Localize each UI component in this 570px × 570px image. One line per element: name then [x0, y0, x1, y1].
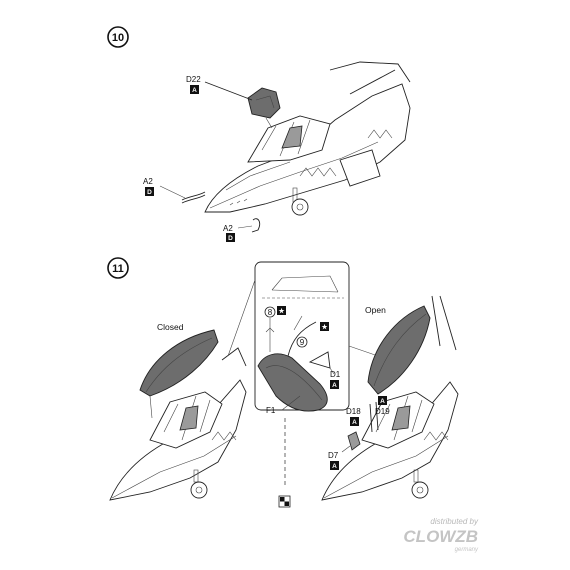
- step-10-aircraft-drawing: [204, 61, 411, 216]
- step-11-number: 11: [112, 263, 124, 275]
- part-a2-upper-sprue-badge: [145, 187, 154, 196]
- part-d22-sprue-badge: [190, 85, 199, 94]
- part-d7-sprue-badge: [330, 461, 339, 470]
- step-11-badge: [107, 257, 129, 279]
- open-leader: [348, 345, 379, 357]
- part-d19-code: D19: [375, 407, 390, 416]
- part-a2-lower-code: A2: [223, 224, 233, 233]
- part-d22-sprue: A: [192, 87, 197, 94]
- part-8-code: 8: [268, 308, 273, 317]
- part-d1-sprue: A: [332, 382, 337, 389]
- assembly-marker-icon: [278, 495, 291, 508]
- part-a2-lower-sprue-badge: [226, 233, 235, 242]
- step-10: 10: [107, 26, 411, 242]
- part-8-symbol: ★: [279, 307, 286, 315]
- part-9-circle: [296, 336, 308, 348]
- open-view-drawing: [321, 295, 459, 501]
- part-9-symbol-badge: [320, 322, 329, 331]
- nose-wheel: [291, 198, 309, 216]
- part-a2-lower: [237, 218, 261, 233]
- part-a2-upper: [159, 185, 206, 204]
- step-10-badge: [107, 26, 129, 48]
- part-d1-sprue-badge: [330, 380, 339, 389]
- watermark-logo: CLOWZB: [403, 527, 478, 546]
- part-d18-code: D18: [346, 407, 361, 416]
- distributor-watermark: distributed by CLOWZB germany: [403, 517, 479, 553]
- watermark-line1: distributed by: [430, 517, 479, 526]
- part-d19-sprue-badge: [378, 396, 387, 405]
- part-8-circle: [264, 306, 276, 318]
- part-a2-upper-code: A2: [143, 177, 153, 186]
- open-label: Open: [365, 305, 386, 315]
- part-d7-sprue: A: [332, 463, 337, 470]
- part-8-symbol-badge: [277, 306, 286, 315]
- part-d22-code: D22: [186, 75, 201, 84]
- part-d18-sprue-badge: [350, 417, 359, 426]
- part-d7-code: D7: [328, 451, 339, 460]
- part-9-symbol: ★: [322, 323, 329, 331]
- watermark-line3: germany: [455, 547, 479, 553]
- part-d1-code: D1: [330, 370, 341, 379]
- part-d22: [204, 81, 281, 129]
- closed-leader: [227, 279, 256, 357]
- part-d18-sprue: A: [352, 419, 357, 426]
- canopy-detail-panel: [254, 261, 350, 412]
- part-a2-upper-sprue: D: [147, 189, 152, 196]
- step-11: 11 Closed: [107, 257, 459, 508]
- part-9-code: 9: [300, 338, 305, 347]
- closed-label: Closed: [157, 322, 184, 332]
- step-10-number: 10: [112, 32, 124, 44]
- part-a2-lower-sprue: D: [228, 235, 233, 242]
- closed-view-drawing: [109, 329, 247, 501]
- part-f1-code: F1: [266, 406, 276, 415]
- part-d19-sprue: A: [380, 398, 385, 405]
